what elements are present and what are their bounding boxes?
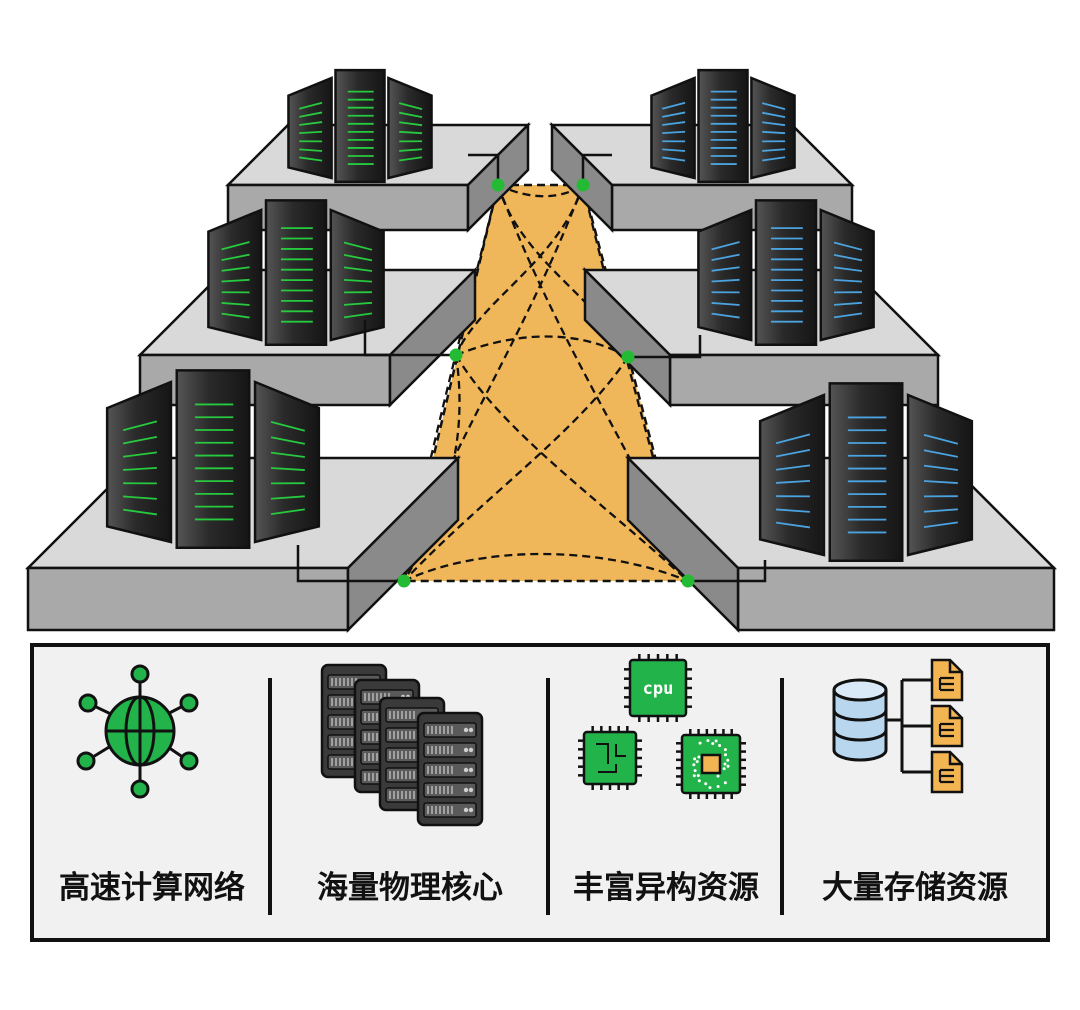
server-group-left-middle (207, 199, 385, 347)
server-group-left-top (287, 68, 433, 184)
database-files-icon (832, 658, 964, 794)
network-link (455, 354, 689, 582)
feature-label-storage: 大量存储资源 (822, 870, 1008, 906)
network-node (491, 178, 505, 192)
feature-label-network: 高速计算网络 (59, 870, 245, 906)
network-link (403, 356, 629, 582)
cpu-chip-icon: cpu (578, 654, 746, 799)
database-icon (832, 678, 888, 762)
network-link (455, 335, 629, 359)
network-node (681, 574, 695, 588)
cpu-chip-label: cpu (643, 679, 674, 699)
file-icon (930, 750, 964, 794)
server-platforms (24, 68, 1058, 634)
network-node (576, 178, 590, 192)
network-nodes (397, 178, 695, 588)
network-link (496, 184, 690, 582)
network-node (449, 348, 463, 362)
network-link (403, 552, 689, 583)
server-group-right-middle (697, 199, 875, 347)
globe-network-icon (76, 664, 199, 799)
server-group-left-bottom (105, 369, 321, 550)
server-group-right-top (650, 68, 796, 184)
server-group-right-bottom (758, 382, 974, 563)
network-node (397, 574, 411, 588)
platform-connector (363, 320, 456, 357)
platform-connector (628, 335, 702, 359)
feature-label-cores: 海量物理核心 (317, 870, 503, 906)
feature-panel: cpu 高速计算网络 海量物理核心 丰富异构资源 (30, 643, 1050, 942)
platform-connector (581, 153, 612, 185)
platform-connector (296, 545, 404, 583)
platform-connector (468, 153, 500, 185)
feature-label-heterogeneous: 丰富异构资源 (573, 870, 759, 906)
file-icon (930, 704, 964, 748)
server-stack-icon (320, 663, 484, 827)
platform-connector (688, 560, 767, 583)
network-node (621, 350, 635, 364)
file-icon (930, 658, 964, 702)
server-unit (416, 711, 484, 827)
